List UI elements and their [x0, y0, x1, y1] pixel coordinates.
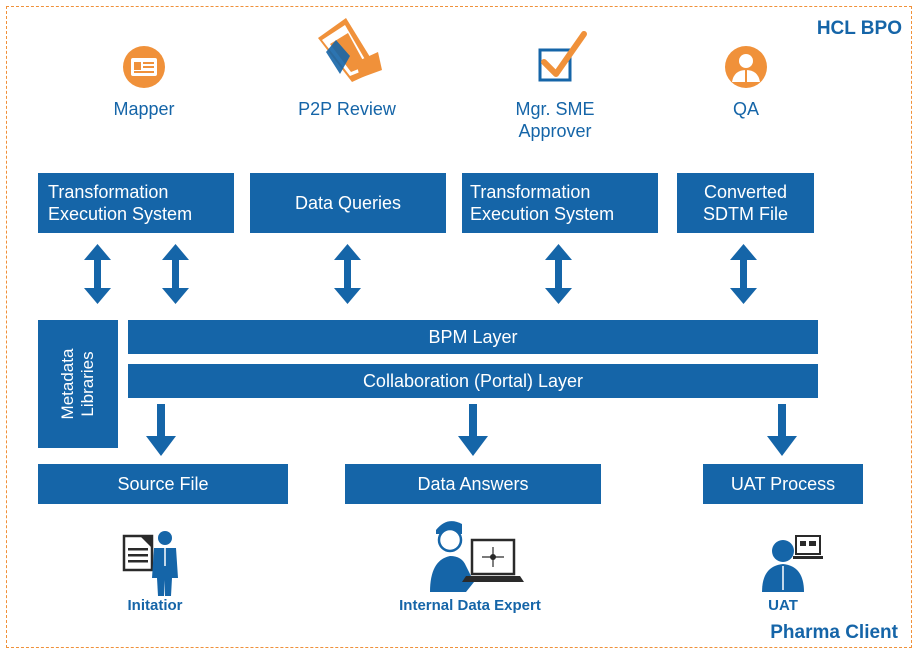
expert-laptop-icon — [430, 521, 524, 592]
collaboration-portal-layer: Collaboration (Portal) Layer — [128, 364, 818, 398]
box-transformation-execution-system-2: Transformation Execution System — [462, 173, 658, 233]
qa-person-icon — [725, 46, 767, 88]
pharma-client-label: Pharma Client — [770, 622, 898, 643]
arrow-tes2 — [545, 244, 572, 304]
box-source-file: Source File — [38, 464, 288, 504]
bottom-arrows — [146, 404, 797, 456]
person-internal-data-expert-label: Internal Data Expert — [399, 597, 541, 614]
box-uat-process: UAT Process — [703, 464, 863, 504]
person-uat-label: UAT — [768, 597, 798, 614]
uat-person-icon — [762, 535, 823, 592]
document-review-icon — [318, 18, 382, 82]
arrow-tes1-left — [84, 244, 111, 304]
person-initiator-label: Initatior — [127, 597, 183, 614]
metadata-libraries-label: Metadata Libraries — [58, 348, 97, 420]
hcl-bpo-frame — [6, 6, 912, 648]
arrow-sdtm — [730, 244, 757, 304]
id-card-icon — [123, 46, 165, 88]
role-mgr-sme-approver: Mgr. SME Approver — [515, 99, 595, 141]
checkbox-tick-icon — [538, 31, 587, 82]
bpm-layer: BPM Layer — [128, 320, 818, 354]
arrow-tes1-right — [162, 244, 189, 304]
box-transformation-execution-system-1: Transformation Execution System — [38, 173, 234, 233]
role-qa: QA — [732, 99, 759, 119]
role-mapper: Mapper — [113, 99, 175, 119]
arrow-data-queries — [334, 244, 361, 304]
arrow-data-answers — [458, 404, 488, 456]
box-data-queries: Data Queries — [250, 173, 446, 233]
arrow-uat — [767, 404, 797, 456]
role-p2p-review: P2P Review — [298, 99, 396, 119]
hcl-bpo-label: HCL BPO — [816, 18, 902, 39]
arrow-source-file — [146, 404, 176, 456]
top-arrows — [84, 244, 757, 304]
box-data-answers: Data Answers — [345, 464, 601, 504]
metadata-libraries-box: Metadata Libraries — [38, 320, 118, 448]
initiator-person-icon — [122, 531, 178, 596]
box-converted-sdtm-file: Converted SDTM File — [677, 173, 814, 233]
